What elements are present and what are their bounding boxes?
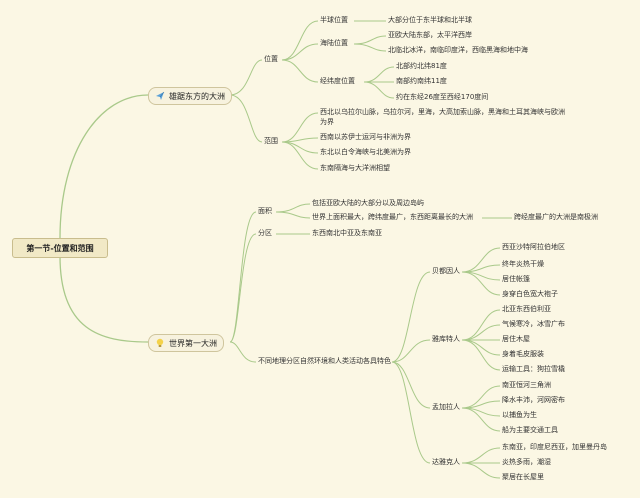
- node-sea-land-position[interactable]: 海陆位置: [320, 39, 348, 47]
- node-region[interactable]: 分区: [258, 229, 272, 237]
- node-group-bengali[interactable]: 孟加拉人: [432, 403, 460, 411]
- leaf-range-item: 东北以白令海峡与北美洲为界: [320, 148, 411, 156]
- node-range[interactable]: 范围: [264, 137, 278, 145]
- leaf-group-item: 东南亚，印度尼西亚，加里曼丹岛: [502, 443, 607, 451]
- branch-label: 世界第一大洲: [169, 338, 217, 348]
- leaf-range-item: 西北以乌拉尔山脉，乌拉尔河，里海，大高加索山脉，黑海和土耳其海峡与欧洲: [320, 108, 565, 116]
- leaf-group-item: 身穿白色宽大袍子: [502, 290, 558, 298]
- branch-eastern-continent[interactable]: 雄踞东方的大洲: [148, 87, 232, 105]
- leaf-group-item: 居住帐篷: [502, 275, 530, 283]
- leaf-group-item: 降水丰沛，河网密布: [502, 396, 565, 404]
- leaf-area-extra: 跨经度最广的大洲是南极洲: [514, 213, 598, 221]
- leaf-group-item: 以捕鱼为生: [502, 411, 537, 419]
- leaf-area-item: 包括亚欧大陆的大部分以及周边岛屿: [312, 199, 424, 207]
- paper-plane-icon: [156, 91, 165, 100]
- leaf-group-item: 居住木屋: [502, 335, 530, 343]
- leaf-group-item: 北亚东西伯利亚: [502, 305, 551, 313]
- leaf-range-item: 东南隔海与大洋洲相望: [320, 164, 390, 172]
- node-area[interactable]: 面积: [258, 207, 272, 215]
- leaf-group-item: 船为主要交通工具: [502, 426, 558, 434]
- leaf-area-item: 世界上面积最大，跨纬度最广，东西距离最长的大洲: [312, 213, 473, 221]
- node-group-bedouin[interactable]: 贝都因人: [432, 267, 460, 275]
- leaf-group-item: 西亚沙特阿拉伯地区: [502, 243, 565, 251]
- leaf-group-item: 聚居在长屋里: [502, 473, 544, 481]
- leaf-group-item: 终年炎热干燥: [502, 260, 544, 268]
- node-position[interactable]: 位置: [264, 55, 278, 63]
- node-group-yakut[interactable]: 雅库特人: [432, 335, 460, 343]
- branch-largest-continent[interactable]: 世界第一大洲: [148, 334, 224, 352]
- leaf-group-item: 炎热多雨，潮湿: [502, 458, 551, 466]
- leaf-sea-land-value: 北临北冰洋，南临印度洋，西临黑海和地中海: [388, 46, 528, 54]
- leaf-group-item: 气候寒冷，冰雪广布: [502, 320, 565, 328]
- leaf-range-item: 西南以苏伊士运河与非洲为界: [320, 133, 411, 141]
- node-group-dayak[interactable]: 达雅克人: [432, 458, 460, 466]
- node-lat-lon-position[interactable]: 经纬度位置: [320, 77, 355, 85]
- lightbulb-icon: [156, 338, 164, 347]
- leaf-region-value: 东西南北中亚及东南亚: [312, 229, 382, 237]
- leaf-group-item: 南亚恒河三角洲: [502, 381, 551, 389]
- node-hemisphere[interactable]: 半球位置: [320, 16, 348, 24]
- leaf-lat-lon-value: 约在东经26度至西经170度间: [396, 93, 489, 101]
- leaf-range-item: 为界: [320, 118, 334, 126]
- leaf-group-item: 运输工具：狗拉雪橇: [502, 365, 565, 373]
- leaf-lat-lon-value: 南部约南纬11度: [396, 77, 447, 85]
- leaf-sea-land-value: 亚欧大陆东部，太平洋西岸: [388, 31, 472, 39]
- node-culture[interactable]: 不同地理分区自然环境和人类活动各具特色: [258, 357, 391, 365]
- root-node[interactable]: 第一节-位置和范围: [12, 238, 108, 258]
- leaf-hemisphere-value: 大部分位于东半球和北半球: [388, 16, 472, 24]
- branch-label: 雄踞东方的大洲: [169, 91, 225, 101]
- leaf-group-item: 身着毛皮服装: [502, 350, 544, 358]
- leaf-lat-lon-value: 北部约北纬81度: [396, 62, 447, 70]
